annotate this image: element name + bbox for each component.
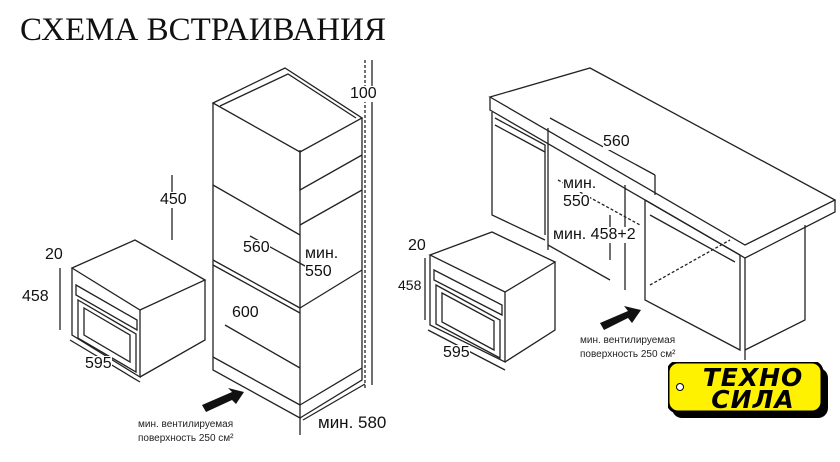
right-dim-458: мин. 458+2	[553, 226, 636, 243]
right-oven-dim-595: 595	[443, 344, 470, 361]
right-ventilation-note: мин. вентилируемая поверхность 250 см²	[580, 334, 676, 362]
right-oven-dim-458: 458	[398, 277, 422, 293]
page-title: СХЕМА ВСТРАИВАНИЯ	[20, 12, 386, 48]
logo-line2: СИЛА	[711, 385, 795, 414]
ventilation-note-line2: поверхность 250 см²	[138, 433, 234, 444]
dim-100: 100	[350, 85, 377, 102]
technosila-logo: ТЕХНО СИЛА	[668, 362, 830, 420]
right-dim-550: 550	[563, 193, 590, 210]
right-kitchen-unit	[488, 67, 837, 360]
right-ventilation-note-line2: поверхность 250 см²	[580, 349, 676, 360]
ventilation-note: мин. вентилируемая поверхность 250 см²	[138, 418, 234, 446]
oven-dim-595: 595	[85, 355, 112, 372]
oven-dim-458: 458	[22, 288, 49, 305]
air-flow-arrow-right	[600, 306, 641, 330]
air-flow-arrow	[202, 388, 244, 412]
right-ventilation-note-line1: мин. вентилируемая	[580, 335, 676, 346]
logo-line1: ТЕХНО	[702, 363, 804, 392]
dim-600: 600	[232, 304, 259, 321]
right-dim-560: 560	[603, 133, 630, 150]
dim-450: 450	[160, 191, 187, 208]
left-oven	[59, 239, 207, 383]
dim-min-580: мин. 580	[318, 413, 387, 432]
logo-badge-shape	[668, 362, 828, 418]
right-oven-dim-20: 20	[408, 237, 426, 254]
dim-min-label: мин.	[305, 245, 339, 262]
right-dim-min-label: мин.	[563, 175, 597, 192]
ventilation-note-line1: мин. вентилируемая	[138, 419, 234, 430]
dim-550: 550	[305, 263, 332, 280]
oven-dim-20: 20	[45, 246, 63, 263]
dim-560: 560	[243, 239, 270, 256]
left-cabinet	[171, 60, 373, 435]
